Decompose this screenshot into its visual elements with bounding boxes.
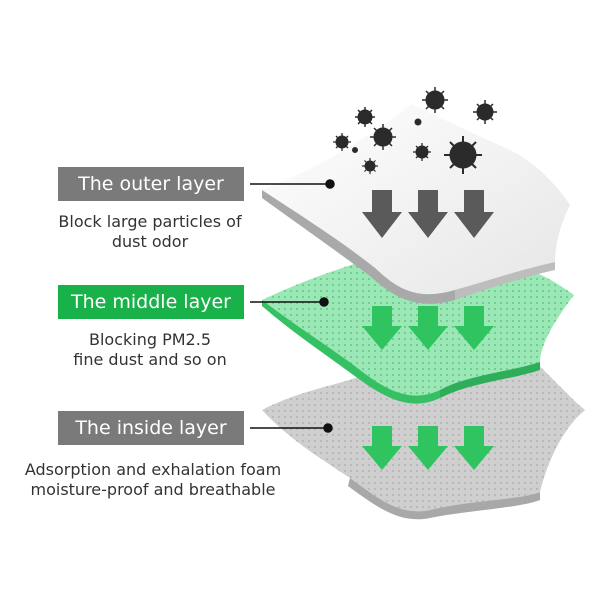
virus-icon: [352, 147, 358, 153]
outer-layer-description: Block large particles of dust odor: [40, 212, 260, 252]
down-arrow-icon: [408, 306, 448, 350]
inside-layer-label: The inside layer: [58, 411, 244, 445]
inside-layer-desc-line-1: Adsorption and exhalation foam: [24, 460, 282, 479]
virus-icon: [370, 124, 396, 150]
outer-layer-desc-line-2: dust odor: [111, 232, 189, 251]
outer-layer-sheet: [262, 104, 570, 304]
middle-layer-label: The middle layer: [58, 285, 244, 319]
middle-layer-desc-line-1: Blocking PM2.5: [89, 330, 211, 349]
down-arrow-icon: [362, 426, 402, 470]
down-arrow-icon: [408, 426, 448, 470]
down-arrow-icon: [454, 306, 494, 350]
middle-layer-desc-line-2: fine dust and so on: [73, 350, 227, 369]
down-arrow-icon: [454, 426, 494, 470]
virus-icon: [413, 143, 431, 161]
middle-layer-description: Blocking PM2.5 fine dust and so on: [40, 330, 260, 370]
outer-leader-dot: [325, 179, 335, 189]
inside-leader-dot: [323, 423, 333, 433]
virus-icon: [355, 107, 375, 127]
outer-layer-arrows: [362, 190, 494, 238]
virus-icon: [414, 118, 422, 126]
down-arrow-icon: [362, 306, 402, 350]
virus-icon: [444, 136, 482, 174]
down-arrow-icon: [454, 190, 494, 238]
outer-layer-desc-line-1: Block large particles of: [58, 212, 242, 231]
inside-layer-arrows: [362, 426, 494, 470]
down-arrow-icon: [362, 190, 402, 238]
middle-leader-dot: [319, 297, 329, 307]
outer-layer-label: The outer layer: [58, 167, 244, 201]
inside-layer-description: Adsorption and exhalation foam moisture-…: [8, 460, 298, 500]
virus-icon: [422, 87, 448, 113]
leader-lines: [250, 179, 335, 433]
virus-icon: [333, 133, 351, 151]
virus-icon: [473, 100, 497, 124]
inside-layer-desc-line-2: moisture-proof and breathable: [30, 480, 276, 499]
particles: [333, 87, 497, 174]
virus-icon: [362, 158, 378, 174]
middle-layer-arrows: [362, 306, 494, 350]
down-arrow-icon: [408, 190, 448, 238]
